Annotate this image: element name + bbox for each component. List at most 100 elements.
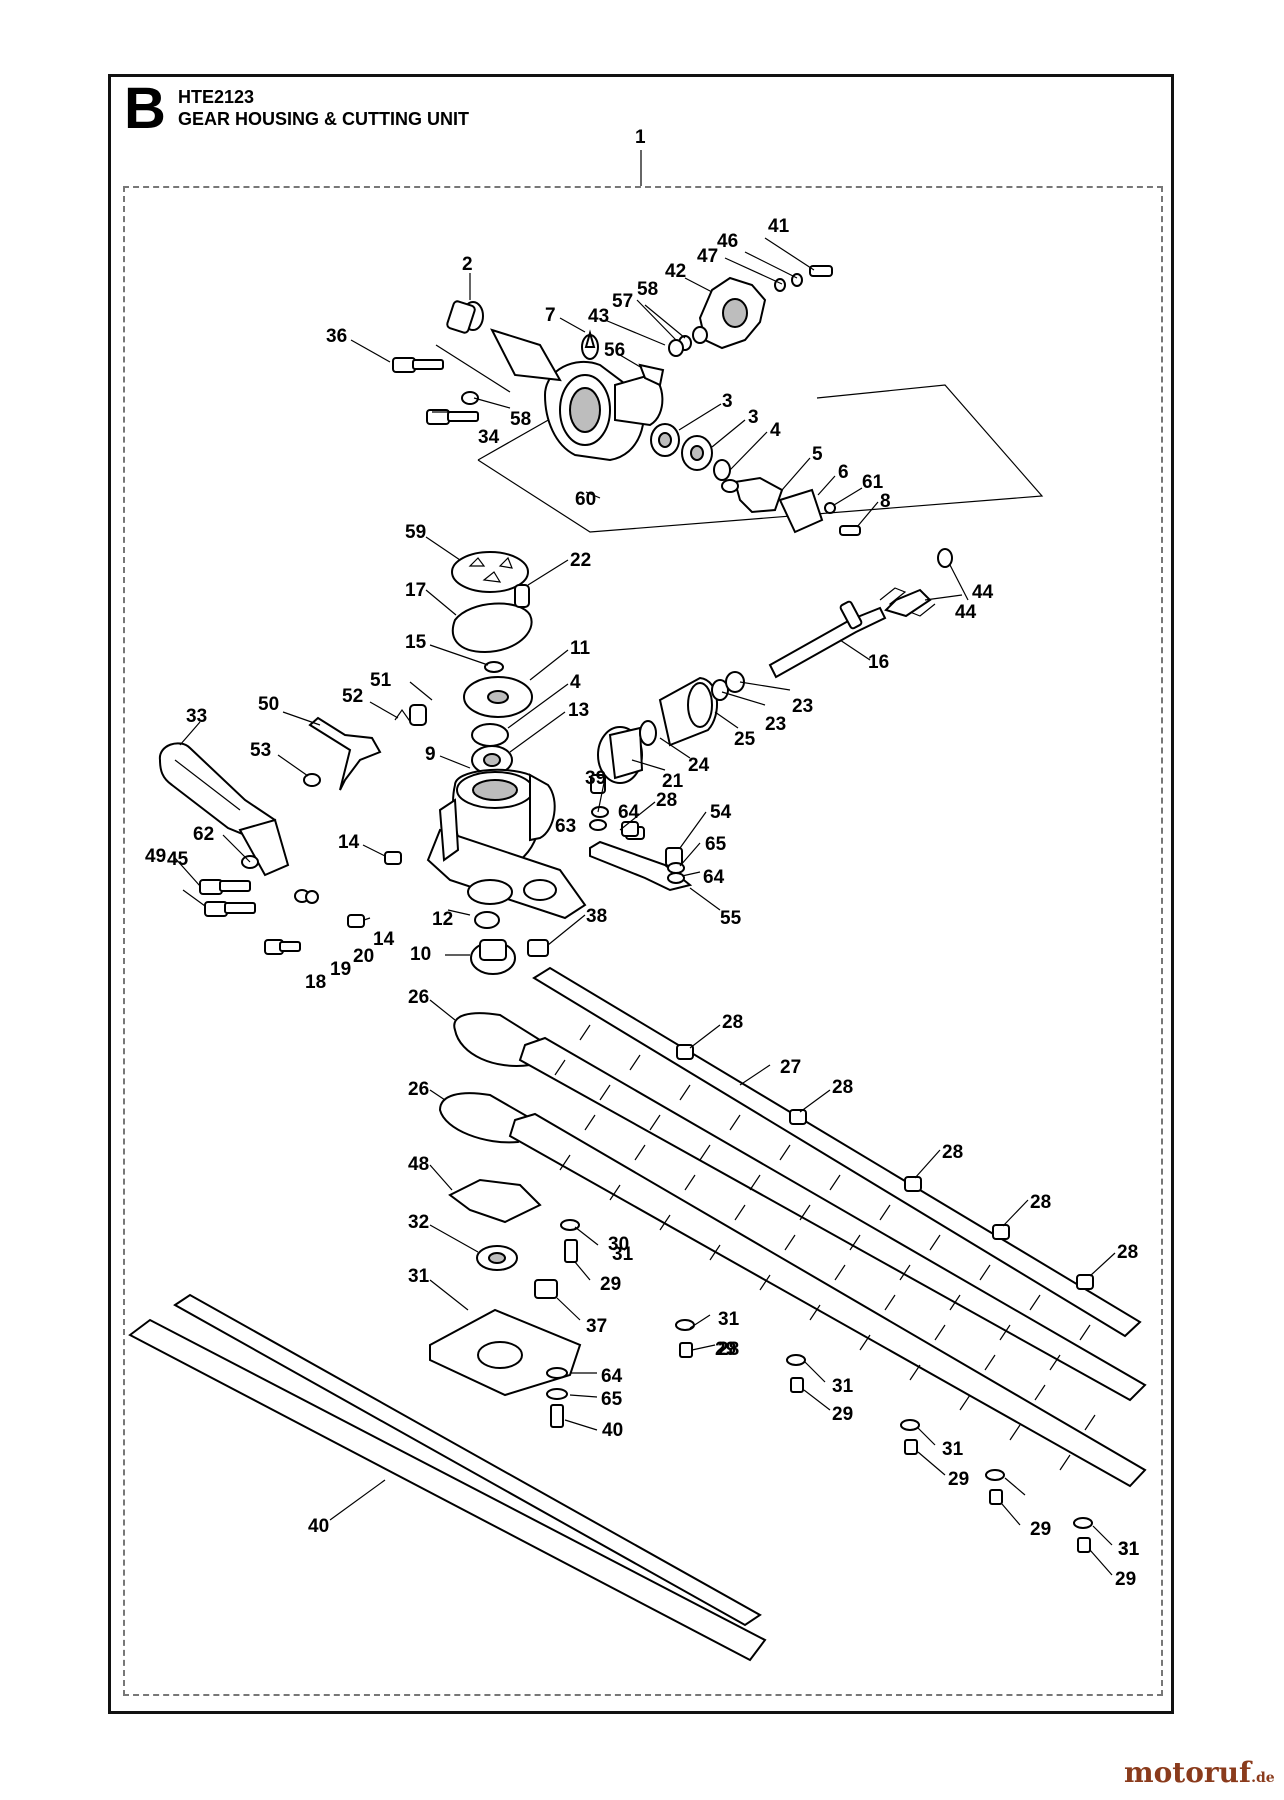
part-label: 40 [308,1516,329,1537]
part-label: 64 [618,802,640,823]
part-label: 48 [408,1154,429,1175]
part-label: 28 [1117,1242,1138,1263]
part-label: 29 [715,1339,736,1360]
part-label: 1 [635,127,646,148]
part-label: 15 [405,632,427,653]
part-label: 31 [1118,1539,1140,1560]
part-label: 10 [410,944,431,965]
part-label: 29 [1115,1569,1136,1590]
part-label: 43 [588,306,609,327]
part-label: 19 [330,959,351,980]
part-label: 65 [601,1389,623,1410]
diagram-frame [108,74,1174,1714]
part-label: 29 [832,1404,853,1425]
part-label: 51 [370,670,392,691]
part-label: 62 [193,824,214,845]
part-label: 58 [637,279,658,300]
part-label: 31 [718,1309,740,1330]
part-label: 33 [186,706,207,727]
part-label: 24 [688,755,710,776]
part-label: 60 [575,489,596,510]
watermark: motoruf.de [1124,1756,1275,1789]
part-label: 23 [765,714,786,735]
part-label: 44 [972,582,994,603]
part-label: 31 [832,1376,854,1397]
part-label: 11 [570,638,591,659]
part-label: 59 [405,522,426,543]
part-label: 65 [705,834,727,855]
part-label: 56 [604,340,625,361]
diagram-title: GEAR HOUSING & CUTTING UNIT [178,109,469,129]
part-label: 3 [748,407,759,428]
part-label: 25 [734,729,756,750]
part-label: 63 [555,816,576,837]
part-label: 31 [942,1439,964,1460]
part-label: 55 [720,908,742,929]
part-label: 29 [600,1274,621,1295]
part-label: 28 [1030,1192,1051,1213]
part-label: 64 [703,867,725,888]
part-label: 3 [722,391,733,412]
upper-blade [453,1012,1147,1402]
part-label: 14 [373,929,395,950]
part-label: 38 [586,906,607,927]
part-label: 20 [353,946,374,967]
part-label: 6 [838,462,849,483]
part-label: 39 [585,768,606,789]
part-label: 26 [408,987,429,1008]
part-label: 18 [305,972,326,993]
part-label: 29 [948,1469,969,1490]
part-label: 29 [1030,1519,1051,1540]
part-label: 13 [568,700,589,721]
assembly-boundary [123,186,1163,1696]
part-label: 50 [258,694,279,715]
part-label: 54 [710,802,732,823]
part-label: 34 [478,427,500,448]
part-label: 44 [955,602,977,623]
part-label: 45 [167,849,189,870]
part-label: 8 [880,491,891,512]
part-label: 32 [408,1212,429,1233]
support-bar [532,966,1142,1338]
part-label: 64 [601,1366,623,1387]
model-number: HTE2123 [178,87,255,107]
part-label: 53 [250,740,271,761]
part-label: 4 [770,420,781,441]
part-label: 57 [612,291,633,312]
part-label: 61 [862,472,884,493]
part-label: 2 [462,254,473,275]
part-label: 49 [145,846,166,867]
part-label: 30 [608,1234,629,1255]
part-label: 9 [425,744,436,765]
watermark-text: motoruf [1124,1756,1252,1789]
section-letter: B [124,76,166,141]
part-label: 28 [718,1339,739,1360]
part-label: 28 [832,1077,853,1098]
part-label: 31 [612,1244,634,1265]
part-number-labels: 1 2 3 3 4 4 5 6 7 8 9 10 11 12 13 14 14 … [145,127,1140,1590]
part-label: 52 [342,686,363,707]
watermark-tld: .de [1251,1770,1275,1786]
part-label: 23 [792,696,813,717]
part-label: 21 [662,771,684,792]
part-label: 28 [722,1012,743,1033]
part-label: 16 [868,652,889,673]
lower-blade [438,1092,1147,1488]
part-label: 26 [408,1079,429,1100]
part-label: 12 [432,909,453,930]
part-label: 7 [545,305,556,326]
part-label: 58 [510,409,531,430]
part-label: 22 [570,550,591,571]
part-label: 36 [326,326,347,347]
part-label: 31 [1118,1539,1140,1560]
part-label: 5 [812,444,823,465]
part-label: 27 [780,1057,801,1078]
blade-guard [128,1318,767,1662]
part-label: 41 [768,216,790,237]
part-label: 31 [408,1266,430,1287]
part-label: 42 [665,261,686,282]
part-label: 4 [570,672,581,693]
part-label: 46 [717,231,738,252]
part-label: 37 [586,1316,607,1337]
